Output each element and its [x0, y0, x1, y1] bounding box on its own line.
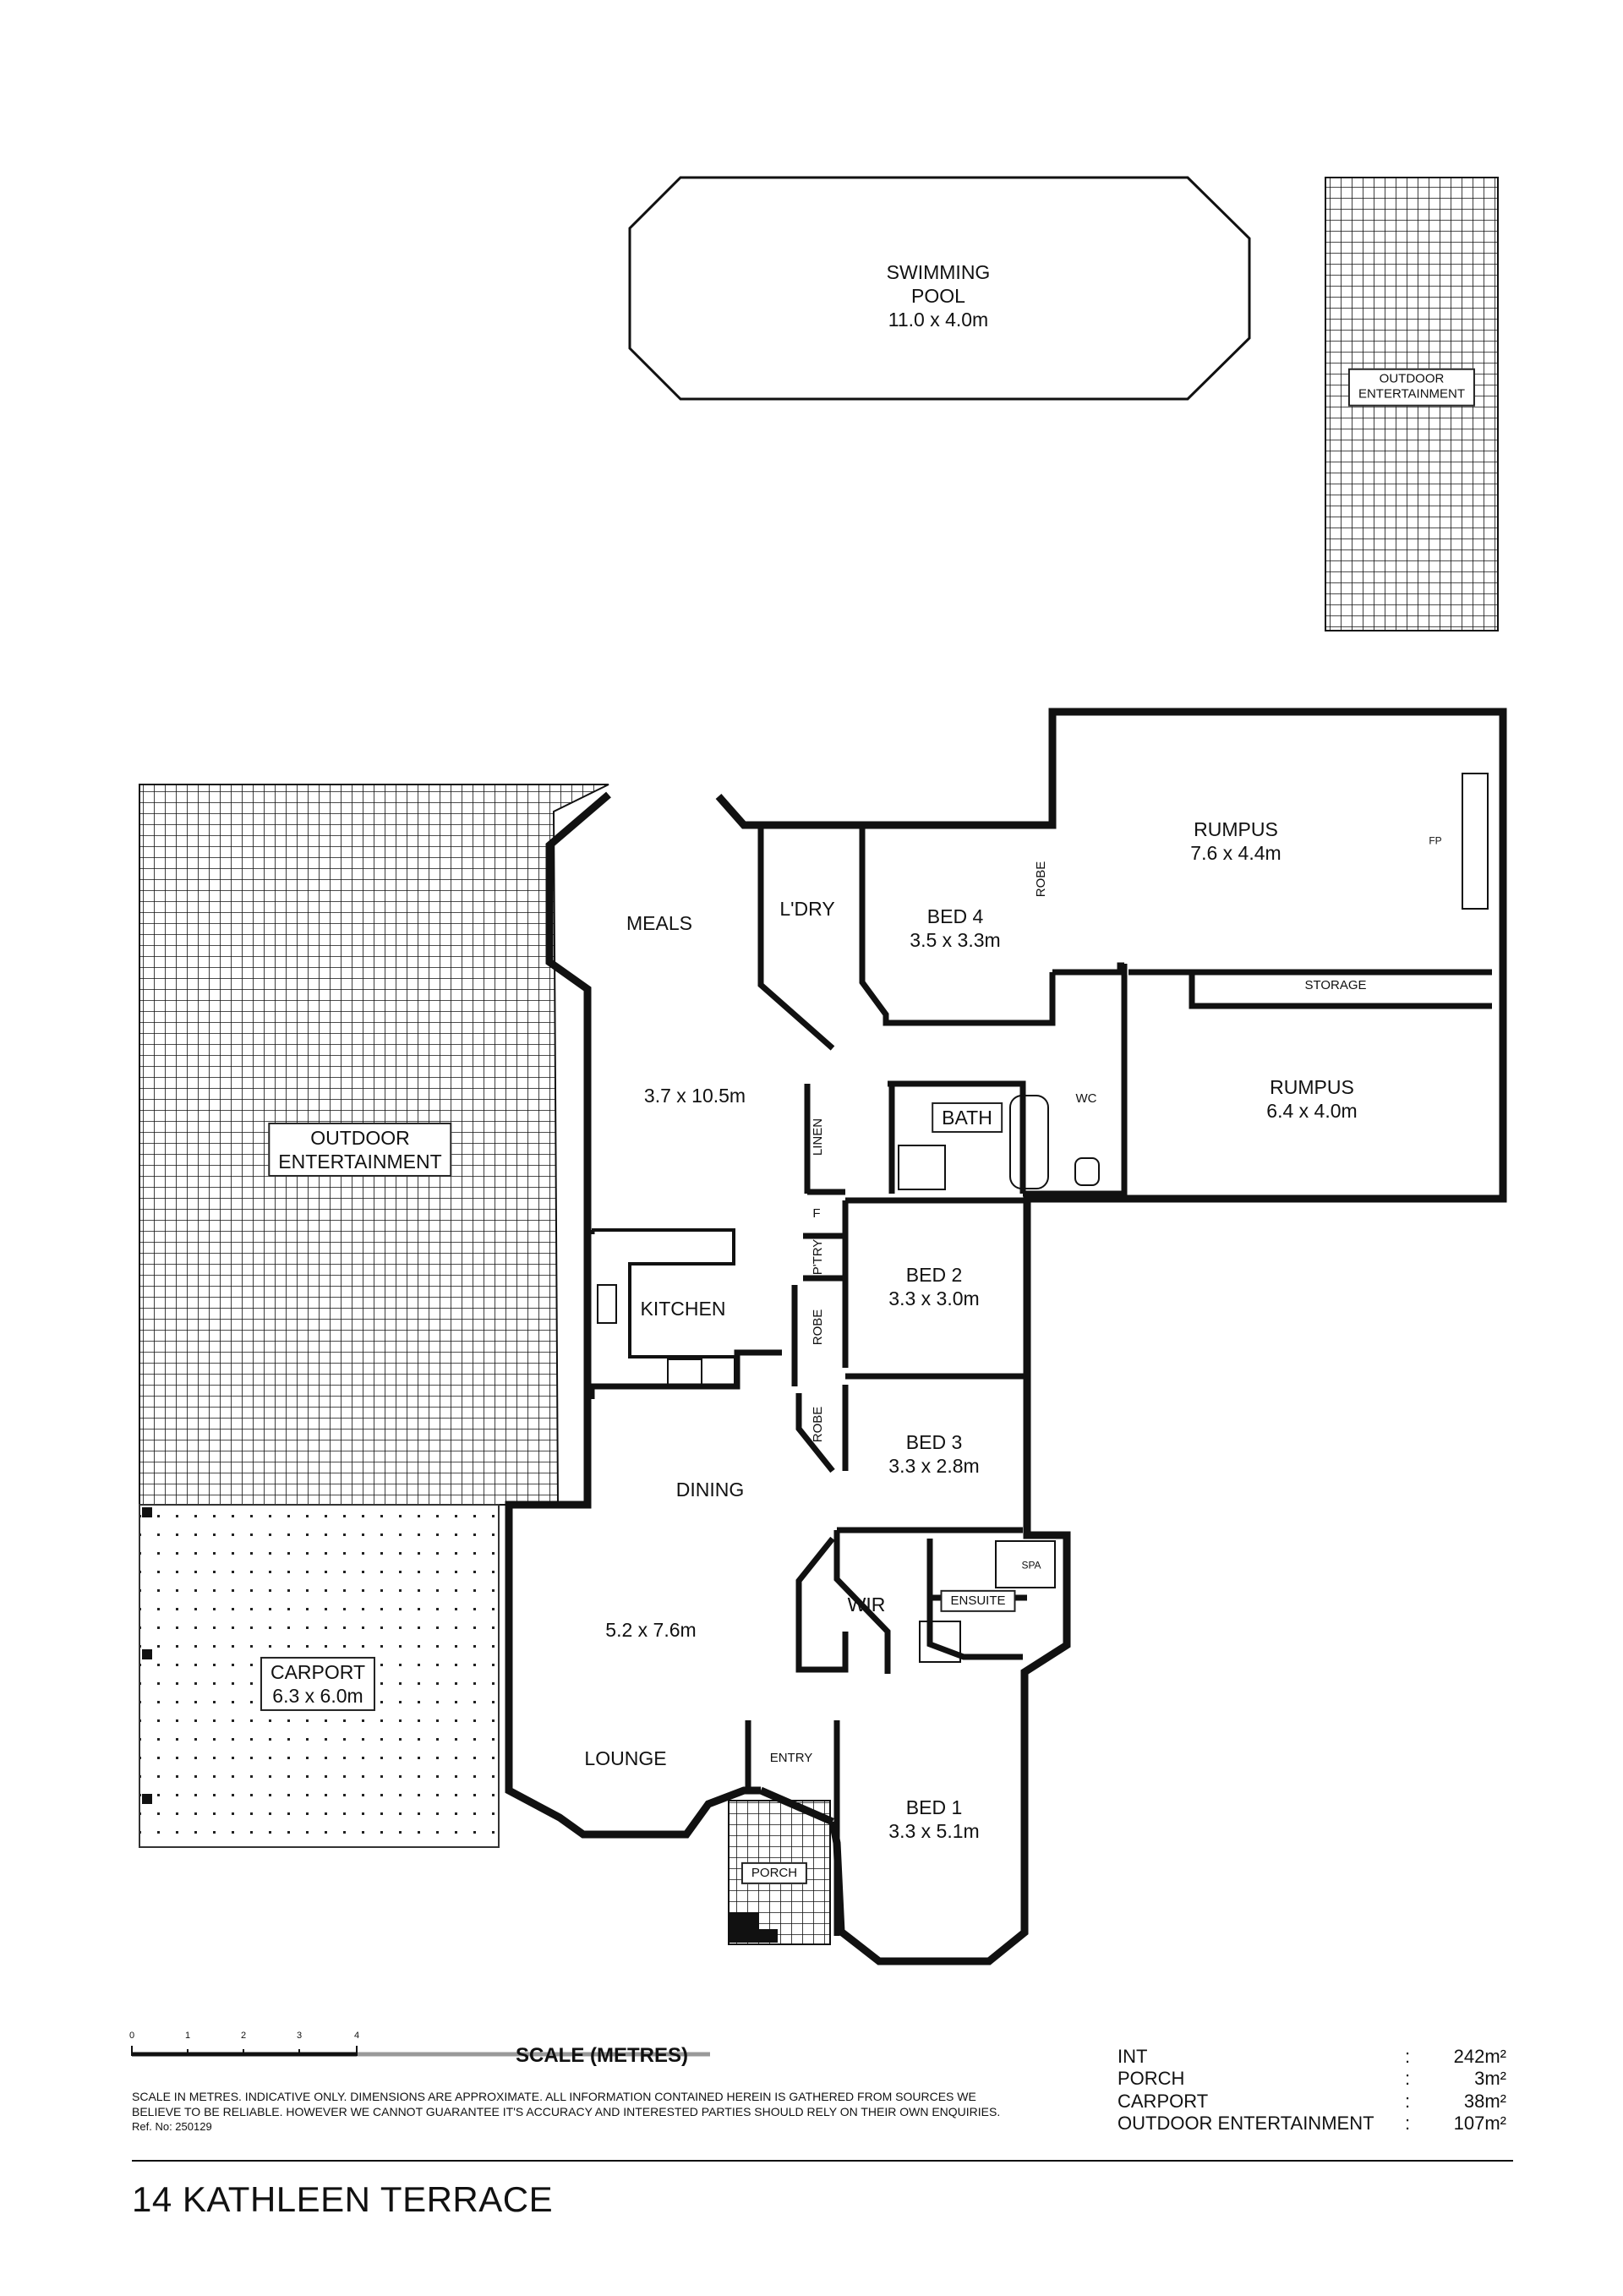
swimming-pool-label: SWIMMING POOL 11.0 x 4.0m: [887, 260, 991, 331]
outdoor-top-line-2: ENTERTAINMENT: [1358, 387, 1466, 402]
area-row: INT : 242m²: [1118, 2046, 1506, 2068]
area-separator: :: [1405, 2046, 1411, 2067]
storage-label: STORAGE: [1304, 977, 1367, 992]
wc-label: WC: [1075, 1091, 1097, 1106]
carport-dimensions: 6.3 x 6.0m: [272, 1685, 363, 1707]
area-label: INT: [1118, 2046, 1148, 2067]
bed-1-dimensions: 3.3 x 5.1m: [888, 1820, 980, 1842]
bed-2-dimensions: 3.3 x 3.0m: [888, 1287, 980, 1309]
area-summary-table: INT : 242m² PORCH : 3m² CARPORT : 38m² O…: [1118, 2046, 1506, 2135]
area-row: CARPORT : 38m²: [1118, 2091, 1506, 2113]
scale-tick-1: 1: [184, 2031, 191, 2041]
rumpus-1-label: RUMPUS 7.6 x 4.4m: [1190, 817, 1281, 865]
scale-tick-3: 3: [296, 2031, 303, 2041]
rumpus-1-name: RUMPUS: [1194, 817, 1278, 840]
pantry-label: P'TRY: [810, 1238, 825, 1276]
disclaimer-line-2: BELIEVE TO BE RELIABLE. HOWEVER WE CANNO…: [132, 2104, 1001, 2118]
reference-number: Ref. No: 250129: [132, 2120, 212, 2133]
scale-title: SCALE (METRES): [516, 2044, 688, 2067]
entry-label: ENTRY: [769, 1750, 813, 1765]
bed-4-name: BED 4: [926, 905, 984, 927]
fireplace-icon: [1462, 773, 1489, 910]
area-separator: :: [1405, 2068, 1411, 2090]
meals-dimensions: 3.7 x 10.5m: [643, 1084, 746, 1107]
rumpus-2-name: RUMPUS: [1270, 1075, 1354, 1098]
scale-tick-4: 4: [353, 2031, 360, 2041]
bed-4-robe-label: ROBE: [1033, 861, 1048, 898]
area-value: 38m²: [1463, 2090, 1506, 2112]
linen-label: LINEN: [810, 1118, 825, 1156]
lounge-dimensions: 5.2 x 7.6m: [605, 1618, 697, 1641]
bed-3-robe-label: ROBE: [810, 1406, 825, 1443]
area-label: OUTDOOR ENTERTAINMENT: [1118, 2113, 1374, 2135]
porch-step: [757, 1929, 778, 1943]
area-label: CARPORT: [1118, 2090, 1209, 2112]
area-label: PORCH: [1118, 2068, 1185, 2090]
carport-post: [142, 1507, 152, 1517]
carport-post: [142, 1649, 152, 1659]
area-separator: :: [1405, 2113, 1411, 2135]
area-value: 107m²: [1453, 2113, 1506, 2135]
bath-label: BATH: [932, 1102, 1003, 1134]
ensuite-shower-icon: [919, 1621, 961, 1663]
bathtub-icon: [1009, 1095, 1049, 1189]
cooktop-icon: [667, 1358, 702, 1386]
outdoor-entertainment-left-label: OUTDOOR ENTERTAINMENT: [268, 1122, 452, 1178]
outdoor-left-line-1: OUTDOOR: [310, 1126, 410, 1149]
scale-tick-2: 2: [240, 2031, 247, 2041]
bed-4-label: BED 4 3.5 x 3.3m: [910, 905, 1000, 952]
bed-1-label: BED 1 3.3 x 5.1m: [888, 1796, 979, 1843]
meals-label: MEALS: [626, 911, 692, 934]
porch-label: PORCH: [740, 1861, 808, 1885]
swimming-pool: [628, 176, 1251, 401]
lounge-label: LOUNGE: [584, 1747, 667, 1769]
fireplace-label: FP: [1429, 834, 1442, 847]
bed-4-dimensions: 3.5 x 3.3m: [910, 929, 1001, 951]
disclaimer: SCALE IN METRES. INDICATIVE ONLY. DIMENS…: [132, 2090, 1045, 2120]
pool-dimensions: 11.0 x 4.0m: [888, 309, 989, 331]
wir-label: WIR: [847, 1593, 886, 1615]
bed-3-dimensions: 3.3 x 2.8m: [888, 1455, 980, 1477]
area-separator: :: [1405, 2090, 1411, 2112]
bed-3-label: BED 3 3.3 x 2.8m: [888, 1430, 979, 1478]
rumpus-1-dimensions: 7.6 x 4.4m: [1190, 842, 1281, 864]
bed-2-name: BED 2: [905, 1263, 963, 1286]
outdoor-entertainment-top-label: OUTDOOR ENTERTAINMENT: [1347, 368, 1476, 407]
carport-post: [142, 1794, 152, 1804]
bed-3-name: BED 3: [905, 1430, 963, 1453]
kitchen-sink-icon: [597, 1284, 617, 1324]
pool-name-line-2: POOL: [911, 284, 965, 307]
spa-icon: [995, 1540, 1056, 1588]
rumpus-2-dimensions: 6.4 x 4.0m: [1266, 1100, 1358, 1122]
kitchen-bench: [592, 1228, 737, 1386]
property-address: 14 KATHLEEN TERRACE: [132, 2179, 554, 2219]
porch-step: [729, 1912, 759, 1943]
bed-2-label: BED 2 3.3 x 3.0m: [888, 1263, 979, 1310]
shower-icon: [898, 1145, 946, 1190]
outdoor-left-line-2: ENTERTAINMENT: [278, 1151, 442, 1173]
rumpus-2-label: RUMPUS 6.4 x 4.0m: [1266, 1075, 1357, 1123]
bed-2-robe-label: ROBE: [810, 1309, 825, 1346]
carport-name: CARPORT: [270, 1660, 366, 1683]
carport-label: CARPORT 6.3 x 6.0m: [260, 1656, 376, 1712]
toilet-icon: [1074, 1157, 1100, 1186]
outdoor-top-line-1: OUTDOOR: [1379, 371, 1445, 386]
area-value: 3m²: [1474, 2068, 1506, 2090]
spa-label: SPA: [1021, 1559, 1041, 1572]
scale-tick-0: 0: [128, 2031, 135, 2041]
fridge-label: F: [812, 1205, 821, 1221]
ensuite-label: ENSUITE: [940, 1589, 1016, 1613]
disclaimer-line-1: SCALE IN METRES. INDICATIVE ONLY. DIMENS…: [132, 2090, 976, 2103]
area-row: OUTDOOR ENTERTAINMENT : 107m²: [1118, 2113, 1506, 2135]
scale-bar: [131, 2046, 710, 2057]
kitchen-label: KITCHEN: [640, 1297, 726, 1320]
pool-name-line-1: SWIMMING: [886, 260, 991, 283]
area-value: 242m²: [1453, 2046, 1506, 2067]
dining-label: DINING: [675, 1478, 745, 1501]
laundry-label: L'DRY: [779, 897, 835, 920]
bed-1-name: BED 1: [905, 1796, 963, 1818]
area-row: PORCH : 3m²: [1118, 2068, 1506, 2090]
exterior-walls: [505, 708, 1507, 1965]
